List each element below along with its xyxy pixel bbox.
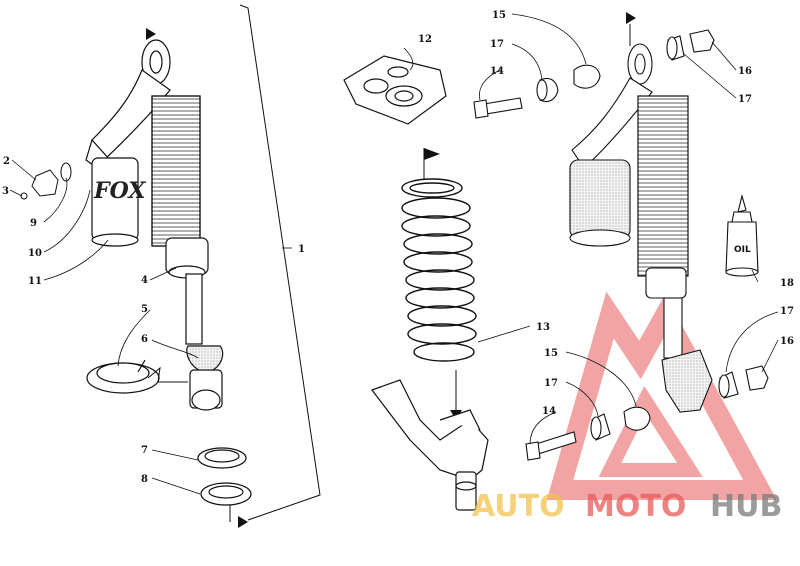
oil-bottle-label: OIL xyxy=(734,245,751,255)
hardware-bottom-right xyxy=(525,365,769,461)
hardware-top-right xyxy=(473,29,715,119)
spring-item-13 xyxy=(401,178,477,362)
arrow-top-right xyxy=(626,12,636,24)
callout-15-bottom: 15 xyxy=(544,348,558,359)
brand-mark-fox: FOX xyxy=(93,178,146,204)
callout-10: 10 xyxy=(28,248,42,259)
callout-11: 11 xyxy=(28,276,42,287)
leader-12 xyxy=(403,47,414,71)
callout-16-bottom: 16 xyxy=(780,336,794,347)
shock-body-left xyxy=(85,39,224,411)
arrow-top-left xyxy=(146,28,156,40)
watermark-part-hub: HUB xyxy=(710,489,782,524)
callout-14-top: 14 xyxy=(490,66,504,77)
small-parts-left xyxy=(20,162,72,200)
callout-7: 7 xyxy=(141,445,148,456)
callout-3: 3 xyxy=(2,186,9,197)
callout-8: 8 xyxy=(141,474,148,485)
callout-17-bottom-right: 17 xyxy=(780,306,794,317)
callout-17-top-left: 17 xyxy=(490,39,504,50)
bracket-item-1 xyxy=(239,4,321,521)
leaders-left xyxy=(9,159,292,495)
arrow-bottom-left xyxy=(238,516,248,528)
watermark-part-auto: AUTO xyxy=(472,489,565,524)
callout-15-top: 15 xyxy=(492,10,506,21)
shock-body-right xyxy=(569,43,713,413)
retainer-leader xyxy=(147,366,188,383)
callout-18: 18 xyxy=(780,278,794,289)
retainer-item-5 xyxy=(86,359,160,394)
callout-17-bottom-left: 17 xyxy=(544,378,558,389)
callout-2: 2 xyxy=(3,156,10,167)
oil-bottle-item-18 xyxy=(725,193,759,277)
lock-rings xyxy=(197,447,252,506)
watermark-text: AUTO MOTO HUB xyxy=(472,489,782,524)
callout-13: 13 xyxy=(536,322,550,333)
leader-13 xyxy=(477,325,531,343)
callout-1: 1 xyxy=(298,244,305,255)
lower-mount-mid xyxy=(371,379,489,511)
leaders-right xyxy=(479,13,779,445)
callout-16-top: 16 xyxy=(738,66,752,77)
callout-17-top-right: 17 xyxy=(738,94,752,105)
callout-5: 5 xyxy=(141,304,148,315)
watermark-part-moto: MOTO xyxy=(585,489,686,524)
callout-6: 6 xyxy=(141,334,148,345)
bumper-item-12 xyxy=(343,55,447,125)
callout-12: 12 xyxy=(418,34,432,45)
arrow-top-mid xyxy=(424,148,440,160)
callout-labels: 1 2 3 4 5 6 7 8 9 10 11 12 13 14 15 16 1… xyxy=(2,10,794,485)
watermark-triangle xyxy=(546,291,777,500)
callout-4: 4 xyxy=(141,275,148,286)
callout-14-bottom: 14 xyxy=(542,406,556,417)
callout-9: 9 xyxy=(30,218,37,229)
